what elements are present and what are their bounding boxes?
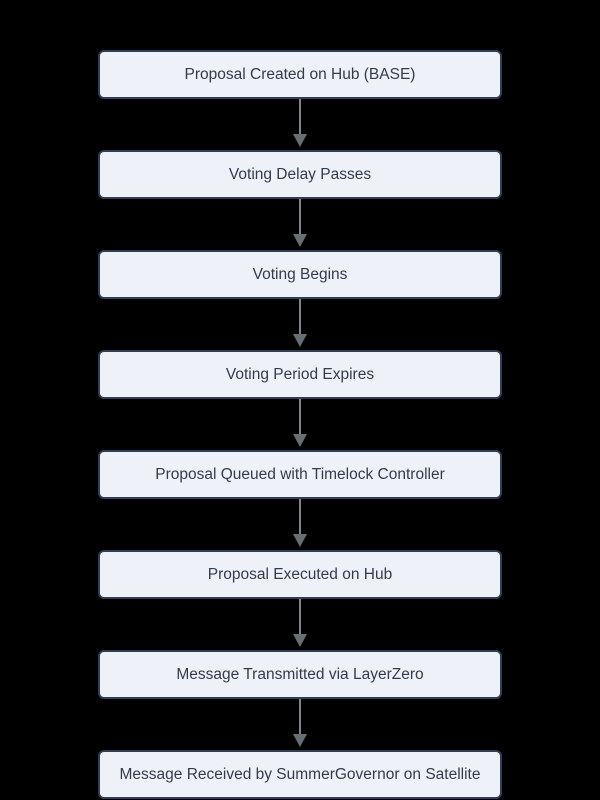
flow-node-label: Voting Period Expires — [225, 365, 375, 383]
arrow-line — [299, 399, 301, 434]
arrow-line — [299, 99, 301, 134]
flow-arrow-2 — [293, 199, 307, 247]
arrow-line — [299, 199, 301, 234]
arrowhead-down-icon — [293, 634, 307, 647]
flow-arrow-5 — [293, 499, 307, 547]
flow-node-voting-delay: Voting Delay Passes — [98, 150, 502, 199]
arrowhead-down-icon — [293, 434, 307, 447]
flow-arrow-6 — [293, 599, 307, 647]
flow-node-label: Message Transmitted via LayerZero — [176, 665, 424, 683]
flow-node-proposal-created: Proposal Created on Hub (BASE) — [98, 50, 502, 99]
flow-node-label: Proposal Created on Hub (BASE) — [184, 65, 416, 83]
flow-arrow-3 — [293, 299, 307, 347]
flow-node-voting-begins: Voting Begins — [98, 250, 502, 299]
flow-arrow-7 — [293, 699, 307, 747]
flow-node-message-transmitted: Message Transmitted via LayerZero — [98, 650, 502, 699]
flow-arrow-1 — [293, 99, 307, 147]
flow-node-proposal-queued: Proposal Queued with Timelock Controller — [98, 450, 502, 499]
flow-node-label: Message Received by SummerGovernor on Sa… — [119, 765, 481, 783]
arrowhead-down-icon — [293, 534, 307, 547]
arrow-line — [299, 699, 301, 734]
flow-node-voting-expires: Voting Period Expires — [98, 350, 502, 399]
flow-node-label: Proposal Queued with Timelock Controller — [155, 465, 445, 483]
flow-node-proposal-executed: Proposal Executed on Hub — [98, 550, 502, 599]
arrow-line — [299, 299, 301, 334]
arrow-line — [299, 599, 301, 634]
arrowhead-down-icon — [293, 134, 307, 147]
flow-node-label: Voting Delay Passes — [228, 165, 372, 183]
arrow-line — [299, 499, 301, 534]
flow-node-message-received: Message Received by SummerGovernor on Sa… — [98, 750, 502, 799]
flow-node-label: Voting Begins — [252, 265, 348, 283]
arrowhead-down-icon — [293, 334, 307, 347]
flow-node-label: Proposal Executed on Hub — [207, 565, 393, 583]
flow-arrow-4 — [293, 399, 307, 447]
arrowhead-down-icon — [293, 234, 307, 247]
arrowhead-down-icon — [293, 734, 307, 747]
